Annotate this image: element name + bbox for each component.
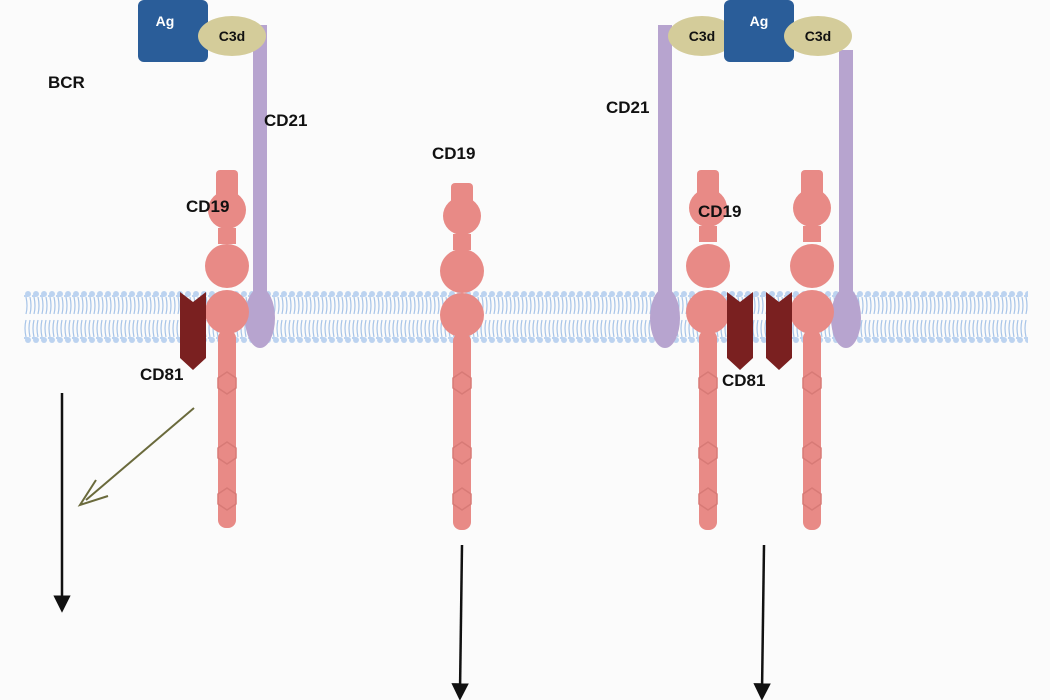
cd19-left-receptor (205, 170, 249, 528)
cd81-left-tetraspanin (180, 292, 206, 370)
cd21-left-receptor (245, 25, 275, 348)
signal-arrow-right-down (753, 544, 771, 700)
c3d-right-fragment-b: C3d (784, 16, 852, 56)
cd21-right-receptor-a (650, 25, 680, 348)
cd19-right-receptor-a (686, 170, 730, 530)
c3d-left-fragment: C3d (198, 16, 266, 56)
cd21-right-receptor-b (831, 50, 861, 348)
c3d-right-text-b: C3d (805, 28, 831, 44)
cd19-left-label: CD19 (186, 197, 230, 216)
cd21-left-label: CD21 (264, 111, 308, 130)
cd19-right-receptor-b (790, 170, 834, 530)
c3d-right-text-a: C3d (689, 28, 715, 44)
cd21-right-label: CD21 (606, 98, 650, 117)
ag-left-antigen: Ag (138, 0, 208, 62)
cd81-right-label: CD81 (722, 371, 766, 390)
cd81-right-tetraspanin-b (766, 292, 792, 370)
ag-left-text: Ag (156, 13, 175, 29)
cd19-middle-label: CD19 (432, 144, 476, 163)
ag-right-text: Ag (750, 13, 769, 29)
c3d-left-text: C3d (219, 28, 245, 44)
cd19-right-label: CD19 (698, 202, 742, 221)
cd81-right-tetraspanin-a (727, 292, 753, 370)
signal-arrow-middle-down (451, 544, 469, 700)
cd19-middle-receptor (440, 183, 484, 530)
cd81-left-label: CD81 (140, 365, 184, 384)
signal-arrow-left-diagonal (77, 407, 195, 507)
lipid-bilayer-membrane (24, 290, 1028, 344)
c3d-right-fragment-a: C3d (668, 16, 736, 56)
ag-right-antigen: Ag (724, 0, 794, 62)
bcr-label: BCR (48, 73, 85, 92)
